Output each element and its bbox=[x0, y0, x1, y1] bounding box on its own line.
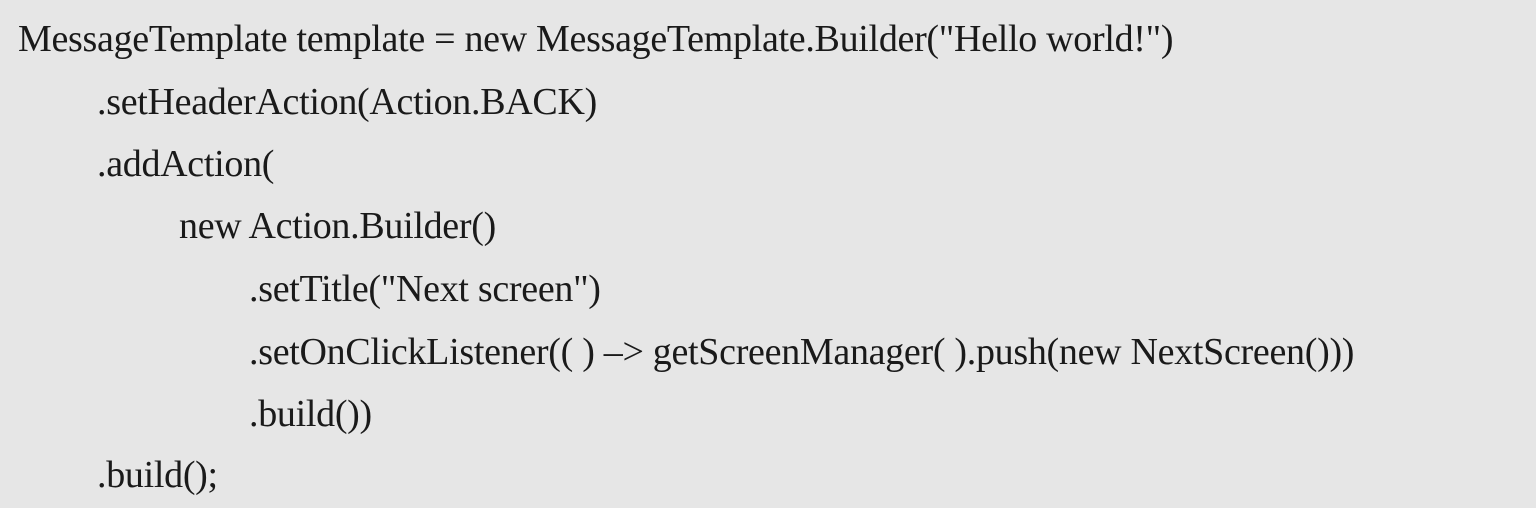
code-line-1: MessageTemplate template = new MessageTe… bbox=[18, 18, 1174, 60]
code-line-3: .addAction( bbox=[97, 143, 275, 185]
code-line-2: .setHeaderAction(Action.BACK) bbox=[97, 81, 597, 123]
code-line-4: new Action.Builder() bbox=[179, 205, 496, 247]
code-line-5: .setTitle("Next screen") bbox=[249, 268, 601, 310]
code-line-6: .setOnClickListener(( ) –> getScreenMana… bbox=[249, 331, 1355, 373]
code-line-7: .build()) bbox=[249, 393, 372, 435]
code-line-8: .build(); bbox=[97, 454, 218, 496]
